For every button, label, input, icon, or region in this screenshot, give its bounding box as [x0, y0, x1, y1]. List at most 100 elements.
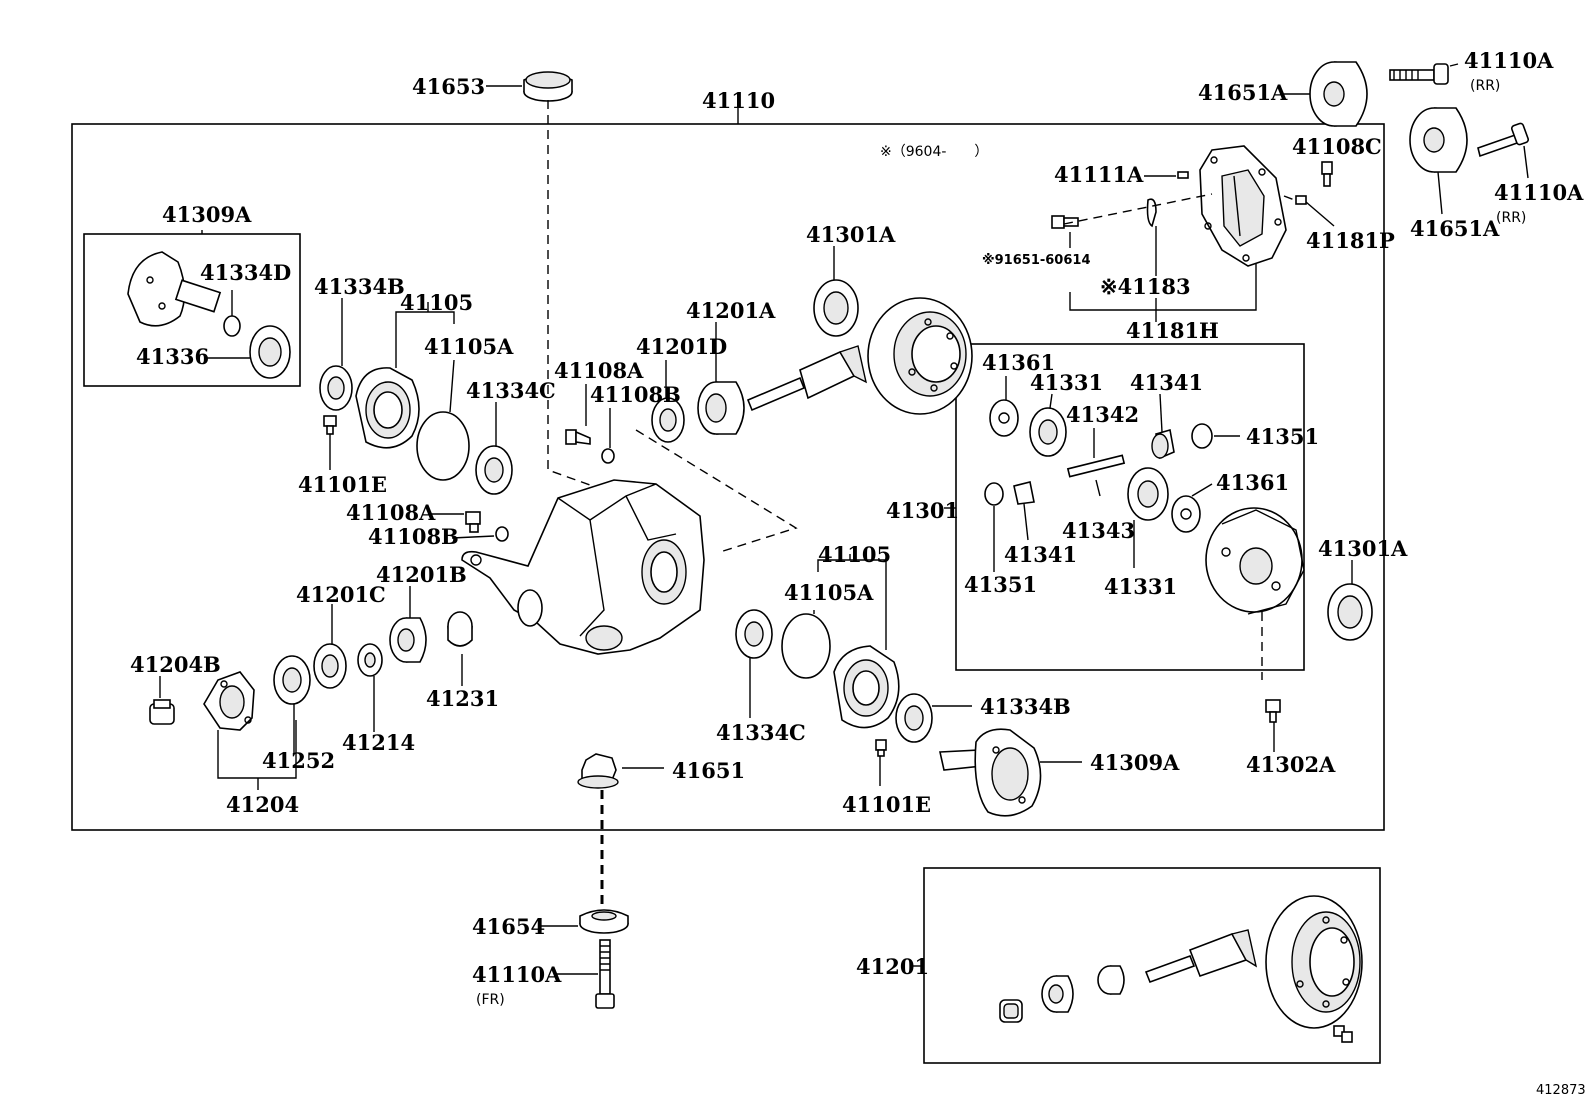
side-gear-41331-a-part: [1029, 407, 1067, 457]
label-41108C: 41108C: [1292, 134, 1382, 159]
bolt-41101E-low-part: [875, 739, 887, 757]
collar-41231-part: [447, 611, 473, 647]
label-41653: 41653: [412, 74, 485, 99]
label-41342: 41342: [1066, 402, 1139, 427]
label-41204: 41204: [226, 792, 299, 817]
rear-cover-41181H-part: [1199, 145, 1287, 267]
label-41201B: 41201B: [376, 562, 467, 587]
label-41108A-mid: 41108A: [554, 358, 644, 383]
side-gear-41331-b-part: [1127, 467, 1169, 521]
label-41301A-top: 41301A: [806, 222, 896, 247]
label-41201A: 41201A: [686, 298, 776, 323]
label-41105A-low: 41105A: [784, 580, 874, 605]
seal-41334C-low-part: [735, 609, 773, 659]
label-41101E-left: 41101E: [298, 472, 387, 497]
gasket-41183-part: [1146, 198, 1157, 228]
bolt-41302A-part: [1265, 699, 1281, 723]
label-41110A-right: 41110A: [1494, 180, 1584, 205]
label-91651: ※91651-60614: [982, 253, 1091, 268]
label-41201C: 41201C: [296, 582, 386, 607]
label-41361-b: 41361: [1216, 470, 1289, 495]
label-41334C-top: 41334C: [466, 378, 556, 403]
oring-41105A-top-part: [416, 411, 470, 481]
oring-41105A-low-part: [781, 613, 831, 679]
label-41105A-top: 41105A: [424, 334, 514, 359]
cup-41654-part: [579, 909, 629, 934]
label-41331-a: 41331: [1030, 370, 1103, 395]
bearing-41201B-part: [389, 617, 427, 663]
washer-41361-b-part: [1171, 495, 1201, 533]
kit-bearing-a-part: [1041, 975, 1074, 1013]
bolt-41110A-right-part: [1477, 122, 1530, 158]
breather-41108C-part: [1321, 161, 1333, 187]
kit-pinion-part: [1144, 929, 1258, 984]
flange-41309A-top-part: [127, 251, 222, 327]
bearing-41301A-top-part: [813, 279, 859, 337]
bearing-41201C-part: [313, 643, 347, 689]
label-41110: 41110: [702, 88, 775, 113]
bolt-41101E-left-part: [323, 415, 337, 435]
mount-41651-part: [577, 753, 619, 789]
label-41361-a: 41361: [982, 350, 1055, 375]
label-41105-low: 41105: [818, 542, 891, 567]
diagram-code: 412873: [1536, 1083, 1586, 1098]
label-41108B-mid: 41108B: [590, 382, 681, 407]
label-41341-a: 41341: [1130, 370, 1203, 395]
label-41101E-low: 41101E: [842, 792, 931, 817]
label-41110A-fr: 41110A: [472, 962, 562, 987]
seal-41336-part: [249, 325, 291, 379]
shaft-41342-part: [1066, 454, 1126, 478]
label-41351-a: 41351: [1246, 424, 1319, 449]
diff-case-part: [1205, 507, 1305, 615]
retainer-41105-top-part: [355, 367, 420, 449]
main-assembly-frame: [71, 123, 1385, 831]
seal-41252-part: [273, 655, 311, 705]
washer-41334D-part: [223, 315, 241, 337]
bolt-41110A-fr-part: [595, 939, 615, 1009]
label-41111A: 41111A: [1054, 162, 1144, 187]
washer-41108B-low-part: [495, 526, 509, 542]
flange-subassembly-frame: [83, 233, 301, 387]
label-41181H: 41181H: [1126, 318, 1219, 343]
label-41302A: 41302A: [1246, 752, 1336, 777]
bolt-41110A-top-part: [1389, 63, 1449, 85]
kit-bearing-b-part: [1097, 965, 1125, 995]
kit-bolt-part: [1333, 1025, 1353, 1043]
seal-41334C-top-part: [475, 445, 513, 495]
label-41651: 41651: [672, 758, 745, 783]
kit-ring-gear-part: [1265, 895, 1363, 1029]
label-41183: ※41183: [1100, 274, 1191, 299]
label-41334D: 41334D: [200, 260, 291, 285]
flange-41309A-low-part: [939, 728, 1042, 817]
label-41651A-top: 41651A: [1198, 80, 1288, 105]
washer-41108B-mid-part: [601, 448, 615, 464]
ring-gear-part: [867, 297, 973, 415]
bearing-41201A-part: [697, 381, 745, 435]
label-rr-top: (RR): [1470, 78, 1500, 94]
label-41309A-low: 41309A: [1090, 750, 1180, 775]
nut-41204B-part: [149, 699, 175, 725]
pinion-gear-part: [746, 345, 868, 412]
label-41252: 41252: [262, 748, 335, 773]
label-41331-b: 41331: [1104, 574, 1177, 599]
seal-41201D-part: [651, 397, 685, 443]
label-41181P: 41181P: [1306, 228, 1395, 253]
label-fr: (FR): [476, 992, 505, 1008]
plug-41108A-low-part: [465, 511, 481, 533]
pin-41343-part: [1095, 479, 1101, 497]
label-41351-b: 41351: [964, 572, 1037, 597]
label-41654: 41654: [472, 914, 545, 939]
seal-41334B-top-part: [319, 365, 353, 411]
washer-41351-a-part: [1191, 423, 1213, 449]
cover-41651A-top-part: [1309, 61, 1368, 127]
note-9604: ※（9604- ）: [880, 144, 988, 160]
carrier-housing-41110-part: [461, 479, 705, 655]
label-41334B-low: 41334B: [980, 694, 1071, 719]
pinion-41341-b-part: [1013, 481, 1035, 505]
label-41214: 41214: [342, 730, 415, 755]
flange-41204-part: [203, 671, 255, 731]
pin-41111A-part: [1177, 171, 1189, 179]
retainer-41105-low-part: [833, 645, 900, 729]
pinion-41341-a-part: [1151, 428, 1175, 460]
